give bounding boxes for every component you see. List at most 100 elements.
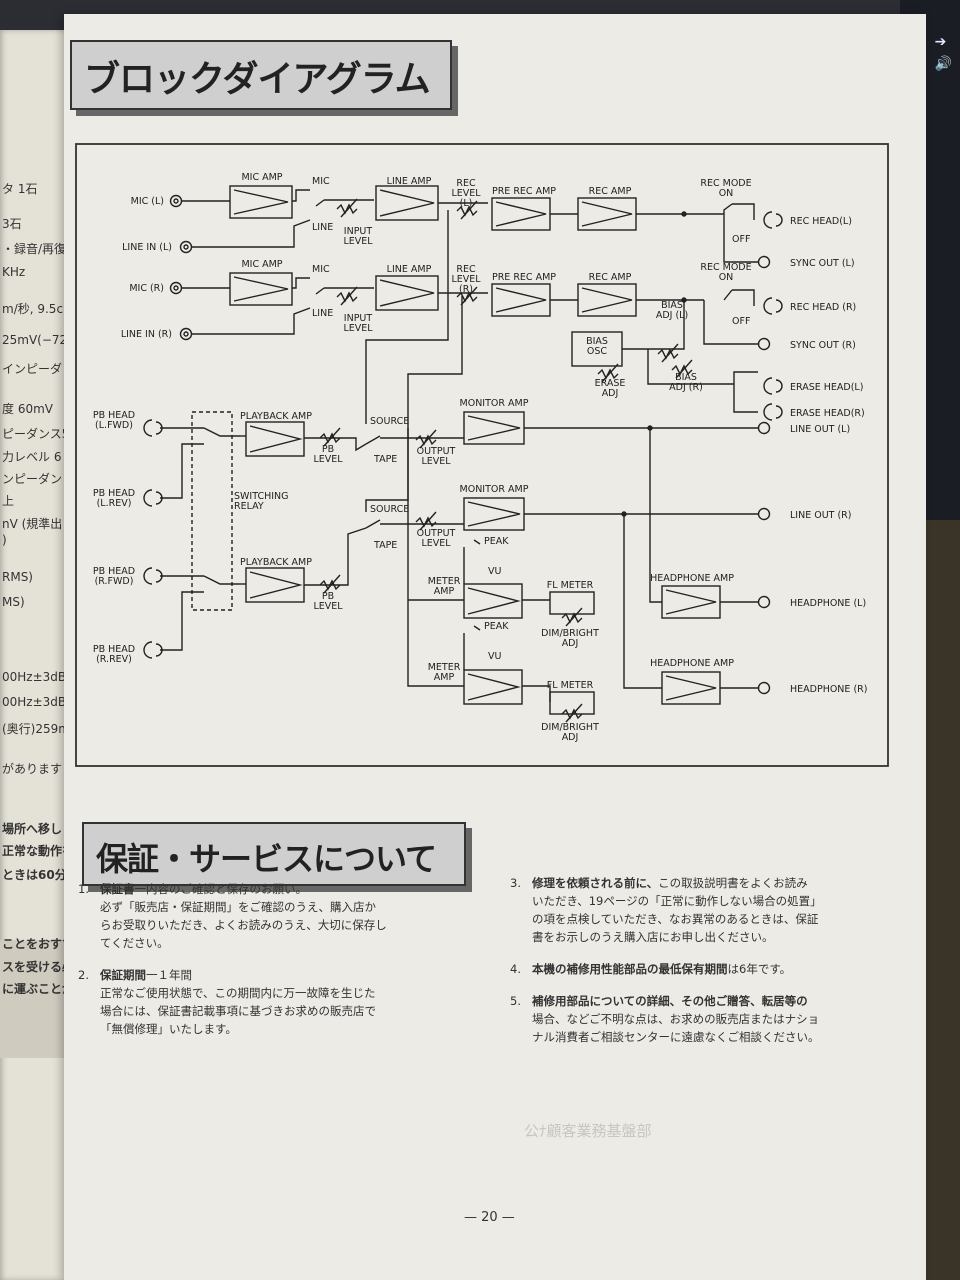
left-page-fragment: ことをおすす bbox=[2, 937, 75, 951]
output-level-r-pot-arrow bbox=[419, 511, 437, 531]
pb-level-l-label: PB bbox=[322, 444, 334, 455]
rec-level-l-pot bbox=[456, 205, 478, 217]
warranty-item-body: 正常なご使用状態で、この期間内に万一故障を生じた bbox=[100, 986, 376, 1000]
signal-line bbox=[473, 625, 481, 631]
line-out-l-label: LINE OUT (L) bbox=[790, 424, 850, 435]
output-level-l-pot bbox=[415, 434, 437, 446]
diagram-frame bbox=[75, 143, 889, 767]
warranty-item-body: 必ず「販売店・保証期間」をご確認のうえ、購入店か bbox=[100, 900, 376, 914]
warranty-item-heading: 保証期間 bbox=[100, 968, 146, 982]
rec-level-l-label: REC bbox=[456, 178, 476, 189]
warranty-item-text: 一１年間 bbox=[146, 968, 192, 982]
page-number: — 20 — bbox=[464, 1210, 515, 1225]
rec-level-l-label: (L) bbox=[460, 198, 473, 209]
pre-rec-amp-l-triangle bbox=[495, 201, 547, 227]
bias-adj-r-pot-arrow bbox=[675, 359, 693, 379]
rec-mode-r-label: REC MODE bbox=[700, 262, 751, 273]
output-level-l-label: LEVEL bbox=[421, 456, 451, 467]
bias-adj-l-pot bbox=[657, 348, 679, 360]
monitor-amp-r-triangle bbox=[467, 501, 521, 527]
monitor-amp-l-triangle bbox=[467, 415, 521, 441]
bias-adj-l-pot-arrow bbox=[661, 343, 679, 363]
fl-meter-r-box bbox=[549, 691, 595, 715]
left-page-fragment: があります bbox=[2, 762, 63, 776]
rec-level-r-label: (R) bbox=[459, 284, 473, 295]
mic-l-label: MIC (L) bbox=[131, 196, 164, 207]
pb-head-lfwd-label: (L.FWD) bbox=[95, 420, 133, 431]
signal-line bbox=[292, 277, 310, 289]
rec-amp-l-triangle bbox=[581, 201, 633, 227]
section2-title-box: 保証・サービスについて bbox=[82, 822, 466, 886]
warranty-item-body: いただき、19ページの「正常に動作しない場合の処置」 bbox=[532, 894, 822, 908]
rec-head-l-label: REC HEAD(L) bbox=[790, 216, 852, 227]
pb-level-r-label: LEVEL bbox=[313, 601, 343, 612]
dim-bright-l-label: DIM/BRIGHT bbox=[541, 628, 599, 639]
fl-meter-r-label: FL METER bbox=[547, 680, 594, 691]
pb-head-lrev-label: PB HEAD bbox=[93, 488, 135, 499]
headphone-l-label: HEADPHONE (L) bbox=[790, 598, 866, 609]
vu-r-label: VU bbox=[488, 651, 501, 662]
left-page-fragment: 00Hz±3dB bbox=[2, 670, 67, 684]
dim-bright-r-pot-arrow bbox=[565, 703, 583, 723]
warranty-item-heading: 保証書 bbox=[100, 882, 135, 896]
mic-l-jack-center bbox=[173, 198, 179, 204]
signal-line bbox=[723, 289, 733, 301]
mic-l-jack bbox=[169, 194, 183, 208]
meter-amp-r-label: METER bbox=[428, 662, 461, 673]
signal-line bbox=[723, 203, 733, 214]
junction-dot bbox=[681, 211, 687, 217]
output-level-r-label: OUTPUT bbox=[417, 528, 456, 539]
pre-rec-amp-r-label: PRE REC AMP bbox=[492, 272, 556, 283]
left-page-fragment: 度 60mV bbox=[2, 402, 53, 416]
pb-head-rfwd-label: PB HEAD bbox=[93, 566, 135, 577]
line-amp-l-triangle bbox=[379, 189, 435, 217]
line-in-r-jack bbox=[179, 327, 193, 341]
warranty-item-number: 2. bbox=[78, 968, 89, 982]
left-page-fragment: RMS) bbox=[2, 570, 33, 584]
monitor-amp-l-label: MONITOR AMP bbox=[460, 398, 529, 409]
headphone-amp-r-label: HEADPHONE AMP bbox=[650, 658, 734, 669]
erase-head-l-b bbox=[775, 379, 783, 393]
mic-amp-l bbox=[229, 185, 293, 219]
erase-adj-pot bbox=[597, 368, 619, 380]
pb-head-rfwd-label: (R.FWD) bbox=[95, 576, 134, 587]
mic-switch-r-label: MIC bbox=[312, 264, 330, 275]
signal-line bbox=[649, 428, 662, 603]
signal-line bbox=[623, 514, 662, 689]
warranty-item: 4.本機の補修用性能部品の最低保有期間は6年です。 bbox=[510, 960, 910, 978]
left-page-fragment: ときは60分程 bbox=[2, 868, 79, 882]
rec-head-r-label: REC HEAD (R) bbox=[790, 302, 856, 313]
warranty-item-body: らお受取りいただき、よくお読みのうえ、大切に保存し bbox=[100, 918, 387, 932]
rec-head-r-b bbox=[775, 299, 783, 313]
switching-relay-label: SWITCHING bbox=[234, 491, 289, 502]
warranty-item: 1.保証書一内容のご確認と保存のお願い。必ず「販売店・保証期間」をご確認のうえ、… bbox=[78, 880, 458, 952]
dim-bright-l-pot bbox=[561, 612, 583, 624]
signal-line bbox=[407, 428, 464, 687]
source-r-label: SOURCE bbox=[370, 504, 409, 515]
warranty-item-text: は6年です。 bbox=[727, 962, 792, 976]
erase-head-l-label: ERASE HEAD(L) bbox=[790, 382, 863, 393]
left-page-fragment: 上 bbox=[2, 494, 15, 508]
signal-line bbox=[191, 307, 311, 335]
sync-out-r-label: SYNC OUT (R) bbox=[790, 340, 856, 351]
output-level-r-label: LEVEL bbox=[421, 538, 451, 549]
signal-line bbox=[203, 575, 240, 585]
rec-mode-off-r-label: OFF bbox=[732, 316, 750, 327]
line-switch-l-label: LINE bbox=[312, 222, 333, 233]
warranty-item-number: 5. bbox=[510, 994, 521, 1008]
meter-amp-l-triangle bbox=[467, 587, 521, 615]
warranty-item: 2.保証期間一１年間正常なご使用状態で、この期間内に万一故障を生じた場合には、保… bbox=[78, 966, 458, 1038]
warranty-right-column: 3.修理を依頼される前に、この取扱説明書をよくお読みいただき、19ページの「正常… bbox=[510, 874, 910, 1060]
input-level-r bbox=[336, 291, 358, 303]
input-level-l bbox=[336, 203, 358, 215]
mic-amp-r-label: MIC AMP bbox=[241, 259, 282, 270]
left-page-fragment: タ 1石 bbox=[2, 182, 38, 196]
pre-rec-amp-l-label: PRE REC AMP bbox=[492, 186, 556, 197]
line-in-l-label: LINE IN (L) bbox=[122, 242, 172, 253]
mic-switch-l-label: MIC bbox=[312, 176, 330, 187]
warranty-item-text: 一内容のご確認と保存のお願い。 bbox=[134, 882, 308, 896]
warranty-item-body: てください。 bbox=[100, 936, 169, 950]
pb-head-lfwd bbox=[143, 419, 153, 437]
dim-bright-r-label: ADJ bbox=[562, 732, 579, 743]
warranty-item-text: この取扱説明書をよくお読み bbox=[658, 876, 808, 890]
